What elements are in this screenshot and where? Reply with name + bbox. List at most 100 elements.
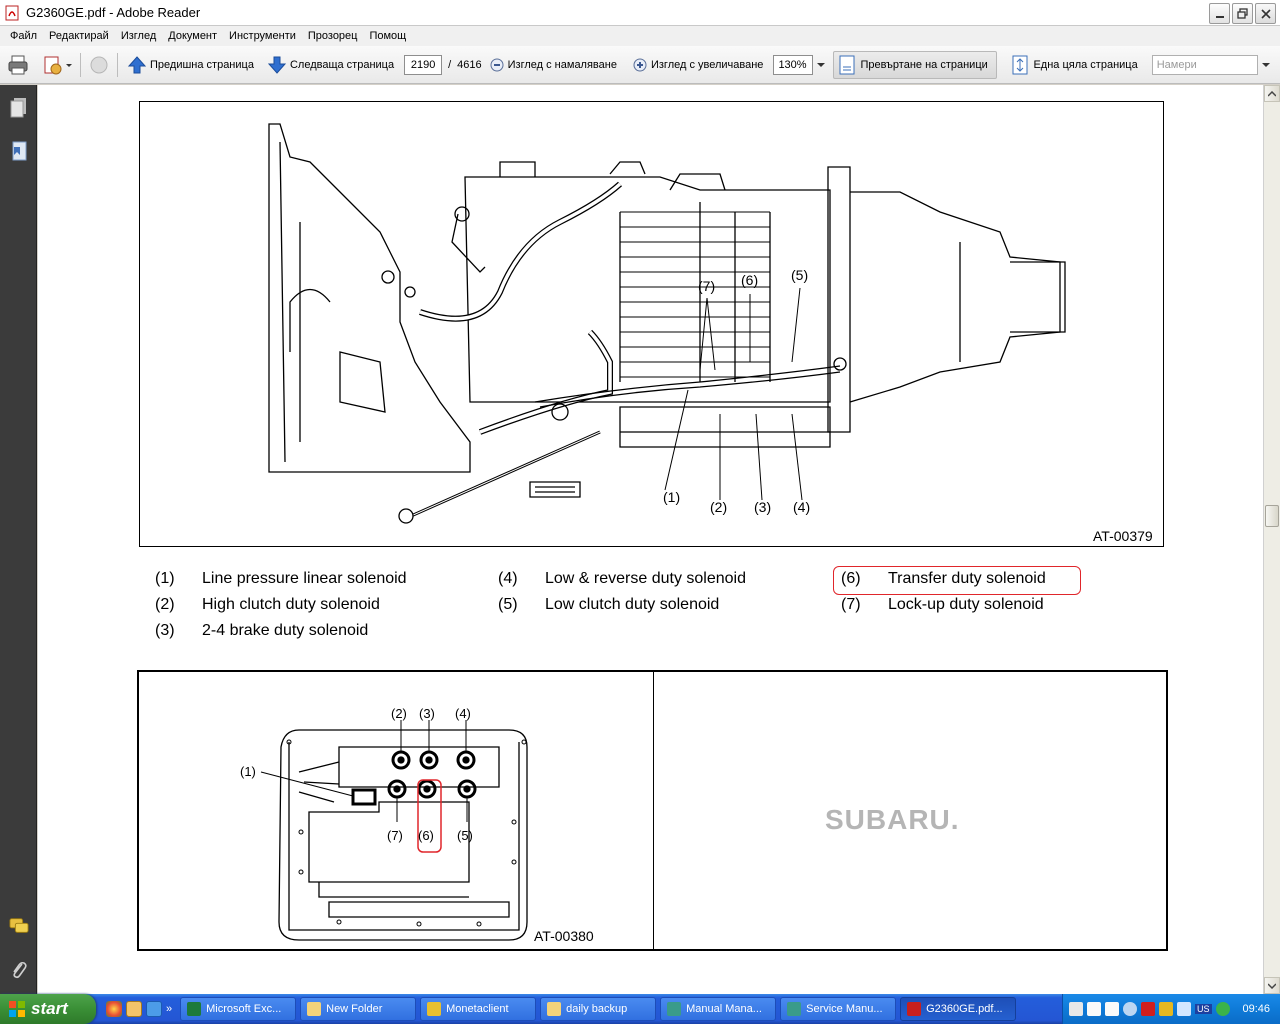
scroll-up-button[interactable] (1264, 85, 1280, 102)
comment-icon (9, 918, 29, 933)
info-icon[interactable] (1215, 1002, 1230, 1016)
legend-item: (5) Low clutch duty solenoid (498, 596, 720, 613)
next-page-button[interactable]: Следваща страница (264, 51, 398, 79)
zoom-level-input[interactable]: 130% (773, 54, 814, 75)
taskbar-item-manual[interactable]: Manual Mana... (660, 997, 777, 1021)
taskbar-item-pdf[interactable]: G2360GE.pdf... (900, 997, 1017, 1021)
arrow-up-icon (128, 55, 146, 73)
callout-2: (2) (391, 706, 407, 721)
folder-icon (547, 1002, 562, 1016)
help-icon[interactable] (1105, 1002, 1119, 1016)
chart-icon[interactable] (1087, 1002, 1101, 1016)
zoom-dropdown-icon[interactable] (817, 61, 826, 69)
taskbar: start » Microsoft Exc... New Folder Mone… (0, 994, 1280, 1024)
transmission-drawing (268, 123, 1066, 524)
chrome-icon[interactable] (106, 1001, 122, 1017)
system-tray: US 09:46 (1062, 994, 1280, 1024)
legend-item: (7) Lock-up duty solenoid (841, 596, 1044, 613)
language-indicator[interactable]: US (1195, 1004, 1212, 1014)
menu-window[interactable]: Прозорец (307, 30, 358, 42)
scroll-pages-label: Превъртане на страници (860, 58, 988, 71)
legend-item: (6) Transfer duty solenoid (841, 570, 1046, 587)
menu-view[interactable]: Изглед (120, 30, 157, 42)
hand-tool-button[interactable] (87, 53, 111, 77)
single-page-label: Една цяла страница (1033, 58, 1138, 71)
prev-page-label: Предишна страница (150, 58, 254, 71)
scroll-pages-button[interactable]: Превъртане на страници (833, 50, 998, 79)
menu-tools[interactable]: Инструменти (229, 30, 296, 42)
network-icon[interactable] (1177, 1002, 1191, 1016)
callout-7: (7) (387, 828, 403, 843)
minimize-button[interactable] (1209, 3, 1230, 24)
excel-icon (187, 1002, 202, 1016)
document-share-icon (44, 56, 72, 74)
ie-icon[interactable] (146, 1001, 162, 1017)
chevron-up-icon (1268, 90, 1276, 97)
zoom-out-icon (490, 58, 504, 71)
back-icon[interactable] (1123, 1002, 1137, 1016)
arrow-down-icon (267, 56, 286, 74)
menu-document[interactable]: Документ (168, 30, 218, 42)
shield-icon[interactable] (1159, 1002, 1173, 1016)
legend-item: (1) Line pressure linear solenoid (155, 570, 407, 587)
bookmark-icon (12, 141, 27, 161)
windows-flag-icon (9, 1001, 25, 1017)
callout-5: (5) (791, 267, 809, 283)
page-separator: / (448, 58, 452, 71)
manual-icon (787, 1002, 802, 1016)
minimize-icon (1215, 15, 1224, 18)
window-title: G2360GE.pdf - Adobe Reader (26, 5, 201, 20)
valve-body-figure: (1) (2) (3) (4) (5) (6) (7) AT-00380 SUB… (137, 670, 1168, 951)
pages-icon (10, 98, 26, 118)
legend-item: (2) High clutch duty solenoid (155, 596, 380, 613)
folder-icon (307, 1002, 322, 1016)
start-button[interactable]: start (0, 994, 96, 1024)
pencil-icon[interactable] (1069, 1002, 1083, 1016)
paperclip-icon (13, 961, 27, 979)
taskbar-item-service[interactable]: Service Manu... (780, 997, 897, 1021)
find-input[interactable]: Намери (1151, 54, 1258, 75)
title-bar: G2360GE.pdf - Adobe Reader (0, 0, 1280, 26)
prev-page-button[interactable]: Предишна страница (124, 51, 258, 79)
zoom-out-button[interactable]: Изглед с намаляване (486, 51, 621, 79)
close-button[interactable] (1255, 3, 1276, 24)
hand-icon (90, 56, 108, 73)
menu-bar: Файл Редактирай Изглед Документ Инструме… (0, 26, 1280, 46)
find-placeholder: Намери (1156, 58, 1197, 71)
menu-edit[interactable]: Редактирай (49, 30, 109, 42)
taskbar-item-excel[interactable]: Microsoft Exc... (180, 997, 297, 1021)
bookmarks-panel-button[interactable] (9, 141, 29, 163)
start-label: start (31, 999, 68, 1018)
zoom-in-button[interactable]: Изглед с увеличаване (629, 51, 767, 79)
clock: 09:46 (1242, 1003, 1270, 1015)
taskbar-item-monetaclient[interactable]: Monetaclient (420, 997, 537, 1021)
attachments-panel-button[interactable] (9, 959, 29, 981)
legend-item: (4) Low & reverse duty solenoid (498, 570, 746, 587)
page-total: 4616 (457, 58, 482, 71)
menu-file[interactable]: Файл (10, 30, 38, 42)
browser-icon[interactable] (126, 1001, 142, 1017)
transmission-side-view-figure: (1) (2) (3) (4) (5) (6) (7) AT-00379 (139, 101, 1164, 547)
menu-help[interactable]: Помощ (369, 30, 407, 42)
taskbar-item-folder[interactable]: New Folder (300, 997, 417, 1021)
taskbar-item-backup[interactable]: daily backup (540, 997, 657, 1021)
more-icon[interactable]: » (166, 1003, 173, 1015)
quick-launch: » (106, 1001, 172, 1017)
callout-4: (4) (793, 499, 811, 515)
highlight-annotation[interactable] (833, 566, 1081, 595)
single-page-button[interactable]: Една цяла страница (1007, 51, 1141, 79)
vertical-scrollbar[interactable] (1263, 85, 1280, 994)
share-button[interactable] (40, 53, 74, 77)
acrobat-icon[interactable] (1141, 1002, 1155, 1016)
manual-icon (667, 1002, 682, 1016)
comments-panel-button[interactable] (9, 915, 29, 937)
scroll-pages-icon (839, 55, 855, 74)
page-number-input[interactable]: 2190 (404, 54, 443, 75)
print-button[interactable] (6, 53, 30, 77)
scroll-down-button[interactable] (1264, 977, 1280, 994)
scroll-thumb[interactable] (1265, 505, 1279, 527)
printer-icon (8, 55, 28, 74)
pages-panel-button[interactable] (9, 97, 29, 119)
restore-button[interactable] (1232, 3, 1253, 24)
find-dropdown-icon[interactable] (1261, 61, 1270, 69)
